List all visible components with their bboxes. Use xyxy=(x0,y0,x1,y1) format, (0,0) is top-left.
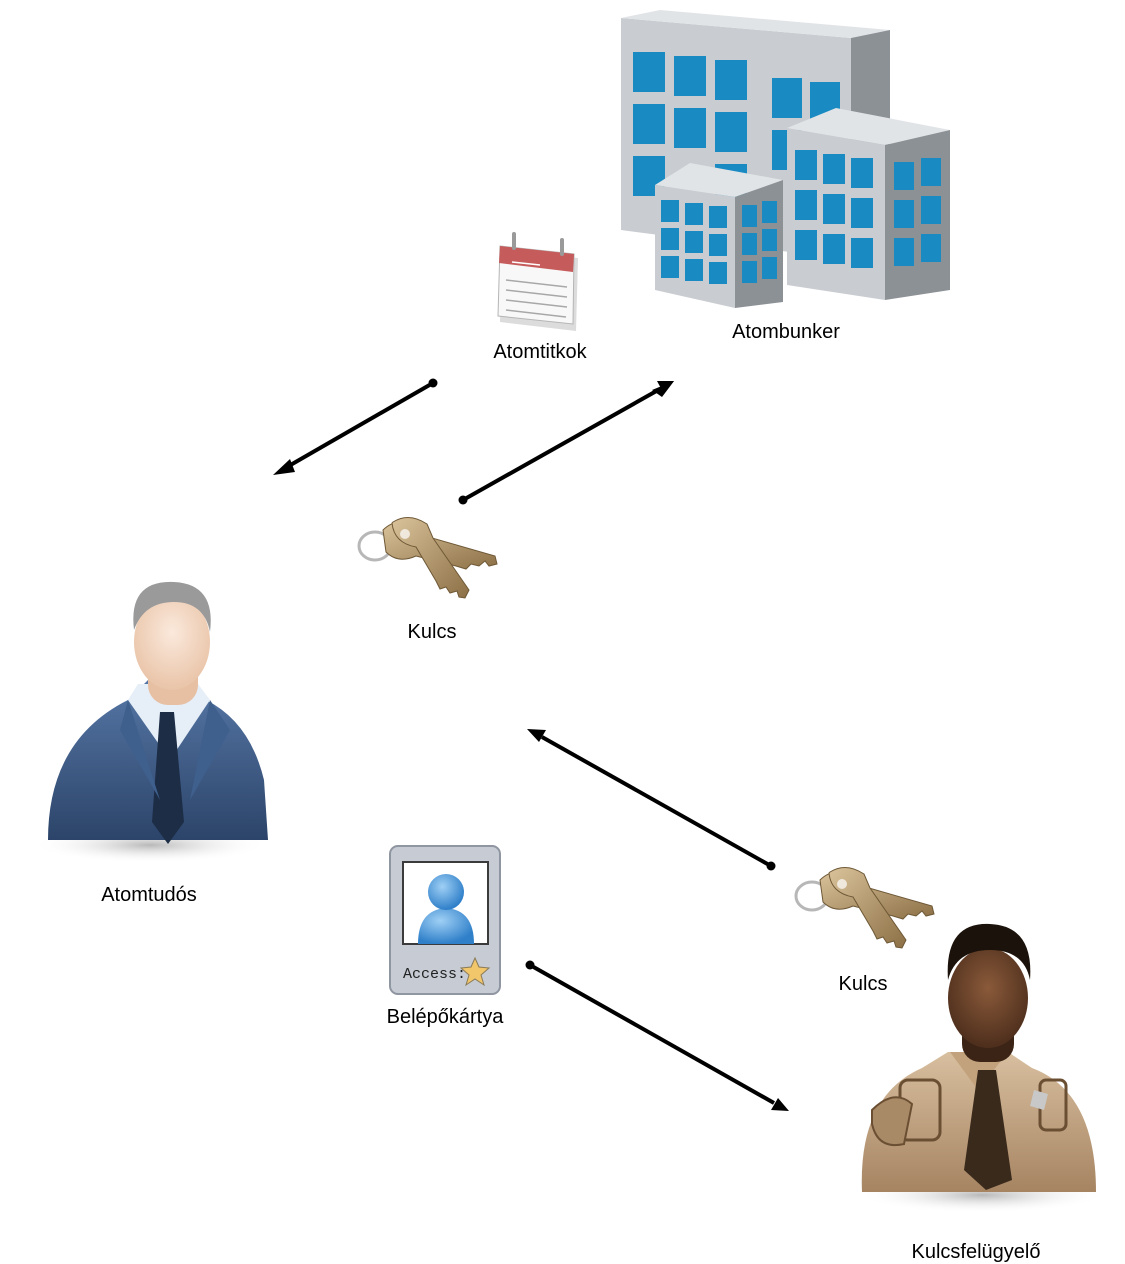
bunker-label: Atombunker xyxy=(732,321,840,343)
connector-key-to-bunker xyxy=(458,381,674,505)
businessman-icon xyxy=(32,581,268,863)
card-label: Belépőkártya xyxy=(387,1006,505,1028)
access-card-icon: Access: xyxy=(389,845,501,995)
notepad-icon xyxy=(497,232,578,331)
keys-icon xyxy=(357,517,498,599)
scientist-label: Atomtudós xyxy=(101,884,197,906)
connector-card-to-guard xyxy=(525,960,789,1111)
office-building-icon xyxy=(621,10,950,308)
connector-guard-key-to-scientist xyxy=(527,729,776,871)
security-guard-icon xyxy=(857,923,1107,1213)
card-access-text: Access: xyxy=(403,966,466,983)
guard-label: Kulcsfelügyelő xyxy=(912,1241,1041,1263)
key-bottom-label: Kulcs xyxy=(839,973,888,995)
secrets-label: Atomtitkok xyxy=(493,341,587,363)
connector-secrets-to-scientist xyxy=(273,378,438,475)
keys-icon xyxy=(794,867,935,949)
key-top-label: Kulcs xyxy=(408,621,457,643)
